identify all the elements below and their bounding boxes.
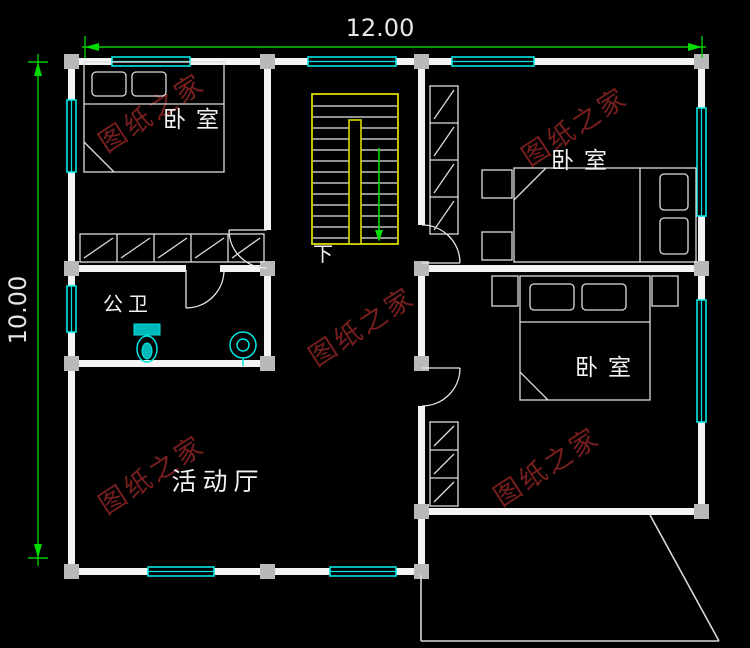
watermark-text: 图纸之家 (488, 422, 606, 513)
wardrobe-bedroom2 (429, 85, 459, 235)
window (329, 566, 397, 577)
wall-bathroom-bottom (68, 360, 271, 367)
dimension-left: 10.00 (4, 54, 48, 566)
window (66, 285, 77, 333)
staircase (311, 93, 399, 245)
column (260, 54, 275, 69)
wall-corridor-right-lower (418, 406, 425, 575)
window (451, 56, 535, 67)
room-label-activity-hall: 活动厅 (171, 467, 264, 496)
door-bathroom (185, 269, 225, 309)
nightstand (481, 169, 513, 199)
room-label-bedroom-3: 卧室 (575, 355, 641, 381)
column (694, 261, 709, 276)
window (696, 107, 707, 217)
door-arc (421, 224, 461, 264)
stair-down-label: 下 (313, 242, 333, 266)
wall-bathroom-right (264, 265, 271, 367)
door-bedroom2 (421, 224, 461, 264)
dimension-arrow (34, 544, 42, 558)
column (64, 261, 79, 276)
column (260, 356, 275, 371)
column (64, 54, 79, 69)
toilet-icon (133, 323, 161, 363)
wall-bedroom1-right (264, 58, 271, 230)
stair-down-arrow-head (375, 230, 383, 242)
door-bedroom1 (228, 229, 268, 269)
nightstand (651, 275, 679, 307)
room-label-bathroom: 公卫 (103, 292, 153, 316)
nightstand (481, 231, 513, 261)
bed-bedroom3 (491, 275, 679, 401)
window (307, 56, 397, 67)
stair-handrail (348, 119, 362, 245)
column (64, 564, 79, 579)
column (414, 356, 429, 371)
window (147, 566, 215, 577)
dimension-label-height: 10.00 (4, 276, 32, 345)
nightstand (491, 275, 519, 307)
columns (64, 54, 709, 579)
wall-bathroom-top-right (220, 265, 271, 272)
column (414, 504, 429, 519)
window (696, 299, 707, 423)
wardrobe-bedroom3 (429, 421, 459, 507)
wall-corridor-right-upper (418, 58, 425, 225)
watermarks: 图纸之家 图纸之家 图纸之家 图纸之家 图纸之家 (93, 68, 634, 521)
windows (66, 56, 707, 577)
doors (185, 224, 461, 407)
column (64, 356, 79, 371)
wall-bottom-right-wing (418, 508, 705, 515)
bed-bedroom2 (481, 167, 697, 263)
door-arc (228, 229, 268, 269)
dimension-arrow (688, 43, 702, 51)
column (414, 564, 429, 579)
wall-bottom-hall (68, 568, 425, 575)
column (414, 261, 429, 276)
watermark-text: 图纸之家 (303, 282, 421, 373)
wall-corridor-right-mid (418, 263, 425, 368)
column (414, 54, 429, 69)
sink-icon (229, 331, 257, 366)
column (694, 54, 709, 69)
window (66, 99, 77, 173)
door-arc (185, 269, 225, 309)
dimension-label-width: 12.00 (346, 14, 415, 42)
dimension-top: 12.00 (82, 14, 706, 58)
wall-bathroom-top-left (68, 265, 186, 272)
wall-bedrooms-divider (418, 265, 705, 272)
column (260, 261, 275, 276)
dimension-arrow (34, 62, 42, 76)
room-label-bedroom-2: 卧室 (551, 148, 617, 174)
room-labels: 卧室 卧室 卧室 公卫 活动厅 下 (103, 107, 641, 496)
room-label-bedroom-1: 卧室 (163, 107, 229, 133)
dimension-arrow (85, 43, 99, 51)
column (260, 564, 275, 579)
bed-bedroom1 (83, 61, 225, 173)
terrace-outline (420, 514, 720, 642)
wardrobe-bedroom1 (79, 233, 265, 263)
door-arc (421, 367, 461, 407)
wall-right (698, 58, 705, 515)
door-bedroom3 (421, 367, 461, 407)
column (694, 504, 709, 519)
